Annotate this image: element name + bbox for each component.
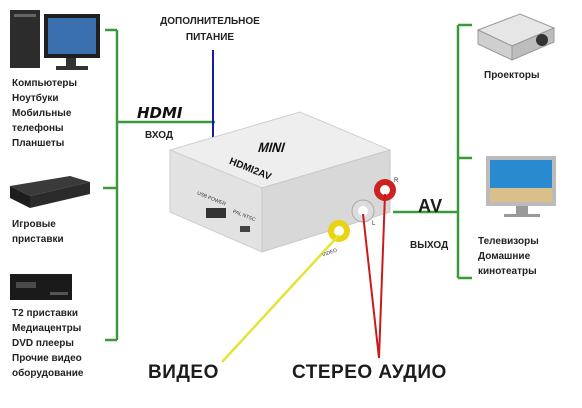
input-item: Мобильные xyxy=(12,108,72,119)
input-item: оборудование xyxy=(12,368,84,379)
audio-line-left xyxy=(362,213,380,359)
input-item: телефоны xyxy=(12,123,64,134)
extra-power-line-2: ПИТАНИЕ xyxy=(185,32,235,43)
input-bracket xyxy=(103,28,215,342)
input-item: Ноутбуки xyxy=(12,93,59,104)
input-item: Прочие видео xyxy=(12,353,82,364)
device-brand: MINI xyxy=(256,139,288,156)
input-label: ВХОД xyxy=(145,130,174,141)
output-item: Домашние xyxy=(478,251,531,262)
output-group-projectors: Проекторы xyxy=(484,68,540,83)
input-item: Компьютеры xyxy=(12,78,78,89)
output-item: Проекторы xyxy=(484,70,540,81)
rca-connectors xyxy=(328,179,396,242)
output-label: ВЫХОД xyxy=(410,240,449,251)
input-item: Игровые xyxy=(12,219,56,230)
output-bracket xyxy=(393,23,472,280)
output-item: Телевизоры xyxy=(478,236,539,247)
game-console-icon xyxy=(10,176,90,208)
video-label: ВИДЕО xyxy=(148,362,219,383)
av-logo: AV xyxy=(418,196,443,216)
video-line xyxy=(221,234,340,363)
computer-icon xyxy=(10,10,100,70)
input-item: Т2 приставки xyxy=(12,308,79,319)
tv-icon xyxy=(486,156,556,217)
projector-icon xyxy=(476,13,556,61)
pal-ntsc-switch xyxy=(240,226,250,232)
input-item: DVD плееры xyxy=(12,338,74,349)
stereo-audio-label: СТЕРЕО АУДИО xyxy=(292,362,447,383)
input-item: Медиацентры xyxy=(12,323,82,334)
port-l-label: L xyxy=(372,221,376,227)
output-group-tvs: Телевизоры Домашние кинотеатры xyxy=(478,234,539,279)
input-item: Планшеты xyxy=(12,138,65,149)
port-r-label: R xyxy=(394,178,399,184)
input-group-consoles: Игровые приставки xyxy=(12,217,64,247)
extra-power-label: ДОПОЛНИТЕЛЬНОЕ ПИТАНИЕ xyxy=(150,14,270,46)
input-group-computers: Компьютеры Ноутбуки Мобильные телефоны П… xyxy=(12,76,77,151)
usb-port xyxy=(206,208,226,218)
hdmi-logo: HDMI xyxy=(137,104,183,122)
converter-device xyxy=(168,111,392,253)
audio-line-right xyxy=(378,193,386,359)
extra-power-line-1: ДОПОЛНИТЕЛЬНОЕ xyxy=(160,16,260,27)
input-group-boxes: Т2 приставки Медиацентры DVD плееры Проч… xyxy=(12,306,83,381)
input-item: приставки xyxy=(12,234,64,245)
set-top-box-icon xyxy=(10,274,72,300)
output-item: кинотеатры xyxy=(478,266,537,277)
